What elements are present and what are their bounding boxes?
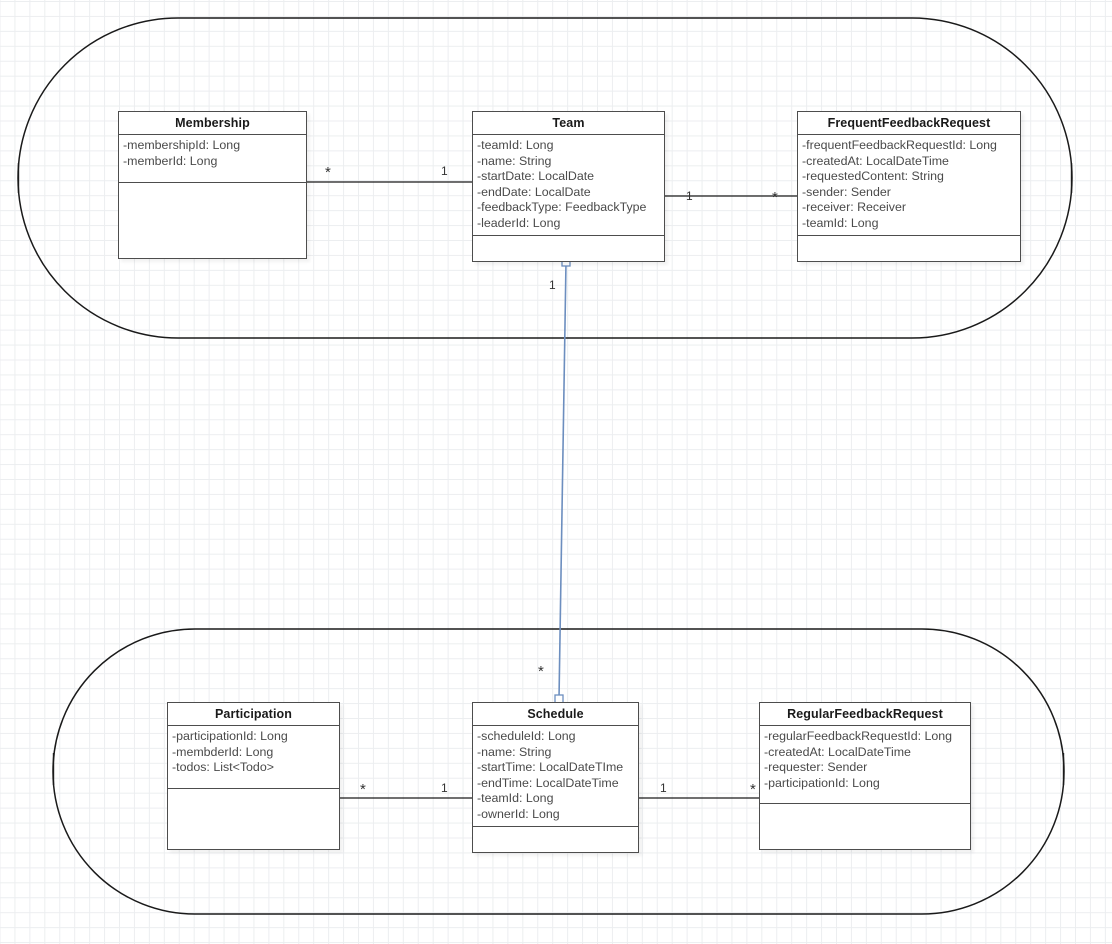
- multiplicity-participation-schedule-target: 1: [441, 781, 448, 795]
- class-attribute: -memberId: Long: [123, 153, 218, 168]
- multiplicity-participation-schedule-source: *: [360, 781, 366, 798]
- class-attribute: -name: String: [477, 153, 552, 168]
- class-attribute: -receiver: Receiver: [802, 200, 906, 215]
- class-attributes-participation: -participationId: Long -membderId: Long …: [168, 726, 339, 789]
- class-attributes-membership: -membershipId: Long -memberId: Long: [119, 135, 306, 183]
- class-box-frequentfeedbackrequest[interactable]: FrequentFeedbackRequest -frequentFeedbac…: [797, 111, 1021, 262]
- class-box-membership[interactable]: Membership -membershipId: Long -memberId…: [118, 111, 307, 259]
- connector-team-schedule[interactable]: [558, 261, 567, 700]
- class-attributes-team: -teamId: Long -name: String -startDate: …: [473, 135, 664, 236]
- class-box-schedule[interactable]: Schedule -scheduleId: Long -name: String…: [472, 702, 639, 853]
- multiplicity-membership-team-target: 1: [441, 164, 448, 178]
- class-attribute: -name: String: [477, 744, 552, 759]
- class-attribute: -feedbackType: FeedbackType: [477, 200, 647, 215]
- class-attribute: -todos: List<Todo>: [172, 760, 274, 775]
- class-attribute: -teamId: Long: [802, 215, 879, 230]
- class-title-membership: Membership: [119, 112, 306, 135]
- class-attribute: -endDate: LocalDate: [477, 184, 591, 199]
- class-title-team: Team: [473, 112, 664, 135]
- multiplicity-membership-team-source: *: [325, 164, 331, 181]
- class-attribute: -endTime: LocalDateTime: [477, 775, 619, 790]
- class-title-frequentfeedbackrequest: FrequentFeedbackRequest: [798, 112, 1020, 135]
- multiplicity-schedule-regular-source: 1: [660, 781, 667, 795]
- class-attribute: -participationId: Long: [172, 729, 288, 743]
- class-attribute: -requester: Sender: [764, 760, 868, 775]
- multiplicity-team-frequent-target: *: [772, 189, 778, 206]
- class-attribute: -startTime: LocalDateTIme: [477, 760, 624, 775]
- class-attribute: -membderId: Long: [172, 744, 274, 759]
- multiplicity-schedule-regular-target: *: [750, 781, 756, 798]
- class-attributes-schedule: -scheduleId: Long -name: String -startTi…: [473, 726, 638, 827]
- class-attributes-frequentfeedbackrequest: -frequentFeedbackRequestId: Long -create…: [798, 135, 1020, 236]
- class-attribute: -ownerId: Long: [477, 806, 560, 821]
- class-attribute: -startDate: LocalDate: [477, 169, 595, 184]
- class-attribute: -sender: Sender: [802, 184, 891, 199]
- class-attribute: -requestedContent: String: [802, 169, 944, 184]
- multiplicity-team-schedule-target: *: [538, 663, 544, 680]
- multiplicity-team-schedule-source: 1: [549, 278, 556, 292]
- class-attribute: -createdAt: LocalDateTime: [764, 744, 911, 759]
- class-title-schedule: Schedule: [473, 703, 638, 726]
- class-box-participation[interactable]: Participation -participationId: Long -me…: [167, 702, 340, 850]
- class-attribute: -leaderId: Long: [477, 215, 561, 230]
- class-attribute: -teamId: Long: [477, 791, 554, 806]
- multiplicity-team-frequent-source: 1: [686, 189, 693, 203]
- class-attribute: -createdAt: LocalDateTime: [802, 153, 949, 168]
- class-attribute: -participationId: Long: [764, 775, 880, 790]
- class-attribute: -membershipId: Long: [123, 138, 241, 152]
- class-attribute: -frequentFeedbackRequestId: Long: [802, 138, 997, 152]
- class-title-participation: Participation: [168, 703, 339, 726]
- class-attribute: -scheduleId: Long: [477, 729, 576, 743]
- class-title-regularfeedbackrequest: RegularFeedbackRequest: [760, 703, 970, 726]
- class-attribute: -regularFeedbackRequestId: Long: [764, 729, 953, 743]
- class-box-regularfeedbackrequest[interactable]: RegularFeedbackRequest -regularFeedbackR…: [759, 702, 971, 850]
- class-box-team[interactable]: Team -teamId: Long -name: String -startD…: [472, 111, 665, 262]
- class-attributes-regularfeedbackrequest: -regularFeedbackRequestId: Long -created…: [760, 726, 970, 804]
- class-attribute: -teamId: Long: [477, 138, 554, 152]
